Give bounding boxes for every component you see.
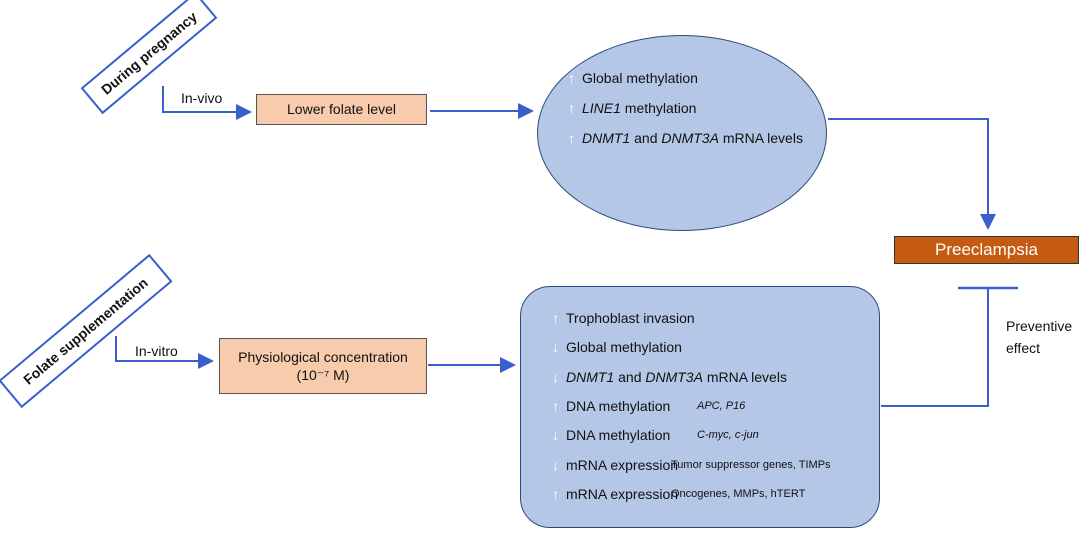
effect-text-part: DNMT1 [582,130,631,146]
preeclampsia-box: Preeclampsia [894,236,1079,264]
effect-row: ↑ DNMT1 and DNMT3A mRNA levels [568,130,803,146]
arrow-up-icon: ↑ [568,70,575,86]
preventive-effect-label: Preventive effect [1006,316,1072,359]
in-vivo-label: In-vivo [181,90,223,106]
arrow-down-icon: ↓ [552,427,559,444]
arrow-up-icon: ↑ [552,397,559,414]
effect-text: mRNA expression [566,457,678,473]
effect-note-text: Tumor suppressor genes, TIMPs [671,458,831,471]
physiological-concentration-box: Physiological concentration (10⁻⁷ M) [219,338,427,394]
effect-text: Global methylation [582,70,698,86]
arrow-up-icon: ↑ [552,485,559,502]
effect-note-text: Oncogenes, MMPs, hTERT [671,487,806,500]
effect-text-part: DNA methylation [566,427,671,444]
effect-text: DNA methylation [566,427,670,443]
effect-text: Trophoblast invasion [566,310,695,326]
effect-text: DNMT1 and DNMT3A mRNA levels [566,369,787,385]
arrow-up-icon: ↑ [568,100,575,116]
in-vitro-label: In-vitro [135,343,178,359]
arrow-up-icon: ↑ [568,130,575,146]
effect-row: ↓ DNMT1 and DNMT3A mRNA levels [552,369,787,385]
in-vitro-effects-box [520,286,880,528]
effect-text-part: and [630,130,662,146]
effect-text-part: DNMT3A [661,130,719,146]
effect-note-text: APC, P16 [697,399,746,412]
in-vivo-effects-ellipse [537,35,827,231]
effect-text-part: Global methylation [566,339,682,356]
effect-row: ↑ LINE1 methylation [568,100,696,116]
preventive-inhibition-connector [881,288,989,407]
effect-text-part: mRNA levels [702,368,787,385]
in-vitro-connector [115,336,214,369]
effect-note: C-myc, c-jun [697,429,759,441]
effect-text-part: mRNA levels [718,130,803,146]
effect-text-part: mRNA expression [566,485,679,502]
lower-folate-box: Lower folate level [256,94,427,125]
effect-text-part: LINE1 [582,100,621,116]
effect-row: ↓ mRNA expression [552,457,678,473]
effect-note-text: C-myc, c-jun [697,429,759,442]
effect-row: ↓ Global methylation [552,339,682,355]
effect-text: Global methylation [566,339,682,355]
effect-text: DNMT1 and DNMT3A mRNA levels [582,130,803,146]
effect-text-part: DNA methylation [566,397,671,414]
effect-note: Tumor suppressor genes, TIMPs [671,459,831,471]
effect-text: LINE1 methylation [582,100,696,116]
effect-row: ↑ Global methylation [568,70,698,86]
preventive-line-1: Preventive [1006,318,1073,334]
effect-note: APC, P16 [697,400,745,412]
effect-text-part: and [614,368,646,385]
in-vivo-connector [162,86,252,120]
concentration-line-2: (10⁻⁷ M) [296,367,350,383]
arrow-down-icon: ↓ [552,368,559,385]
effect-note: Oncogenes, MMPs, hTERT [671,488,805,500]
preventive-line-2: effect [1006,339,1040,356]
effect-row: ↑ Trophoblast invasion [552,310,695,326]
effect-text-part: DNMT3A [645,368,703,385]
effect-row: ↑ mRNA expression [552,486,678,502]
effect-text-part: mRNA expression [566,456,679,473]
lower-folate-text: Lower folate level [287,101,396,118]
effect-row: ↓ DNA methylation [552,427,670,443]
preeclampsia-text: Preeclampsia [935,240,1038,259]
effect-text-part: methylation [620,100,697,116]
effect-text: mRNA expression [566,486,678,502]
effect-text: DNA methylation [566,398,670,414]
effect-text-part: Trophoblast invasion [566,310,695,326]
arrow-down-icon: ↓ [552,339,559,356]
concentration-line-1: Physiological concentration [238,348,408,365]
effect-text-part: Global methylation [582,70,698,86]
effect-row: ↑ DNA methylation [552,398,670,414]
effect-text-part: DNMT1 [566,368,615,385]
arrow-up-icon: ↑ [552,310,559,326]
effects-to-preeclampsia-arrow [828,118,996,230]
arrow-down-icon: ↓ [552,456,559,473]
